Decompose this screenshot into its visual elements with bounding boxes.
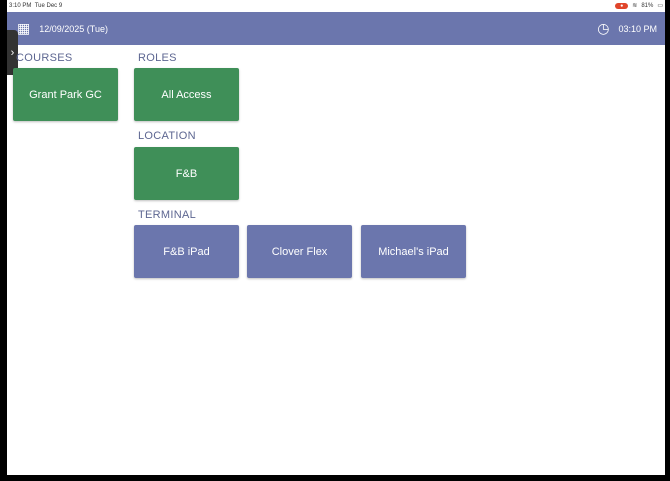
battery-icon: ▭: [657, 3, 663, 9]
terminal-fb-ipad[interactable]: F&B iPad: [134, 225, 239, 278]
role-all-access[interactable]: All Access: [134, 68, 239, 121]
roles-label: ROLES: [138, 52, 177, 64]
wifi-icon: ≋: [632, 3, 638, 9]
status-date: Tue Dec 9: [34, 2, 63, 9]
chevron-right-icon: ›: [10, 46, 15, 59]
courses-label: COURSES: [16, 52, 73, 64]
screen: 3:10 PM Tue Dec 9 ●≋81%▭ ▦ 12/09/2025 (Tu…: [7, 0, 665, 475]
clock-icon: ◷: [597, 20, 610, 36]
location-fb[interactable]: F&B: [134, 147, 239, 200]
terminal-clover-flex[interactable]: Clover Flex: [247, 225, 352, 278]
terminal-label: TERMINAL: [138, 209, 197, 221]
record-icon: ●: [615, 2, 629, 9]
header-time: 03:10 PM: [618, 23, 657, 34]
status-bar: 3:10 PM Tue Dec 9 ●≋81%▭: [7, 0, 665, 11]
course-grant-park-gc[interactable]: Grant Park GC: [13, 68, 118, 121]
calendar-icon[interactable]: ▦: [17, 20, 31, 36]
terminal-michaels-ipad[interactable]: Michael's iPad: [361, 225, 466, 278]
status-time: 3:10 PM: [9, 2, 32, 9]
location-label: LOCATION: [138, 130, 196, 142]
header-bar: ▦ 12/09/2025 (Tue) ◷ 03:10 PM: [7, 12, 665, 45]
sidebar-toggle[interactable]: ›: [7, 30, 18, 75]
header-date: 12/09/2025 (Tue): [39, 23, 108, 34]
battery-level: 81%: [641, 2, 654, 9]
